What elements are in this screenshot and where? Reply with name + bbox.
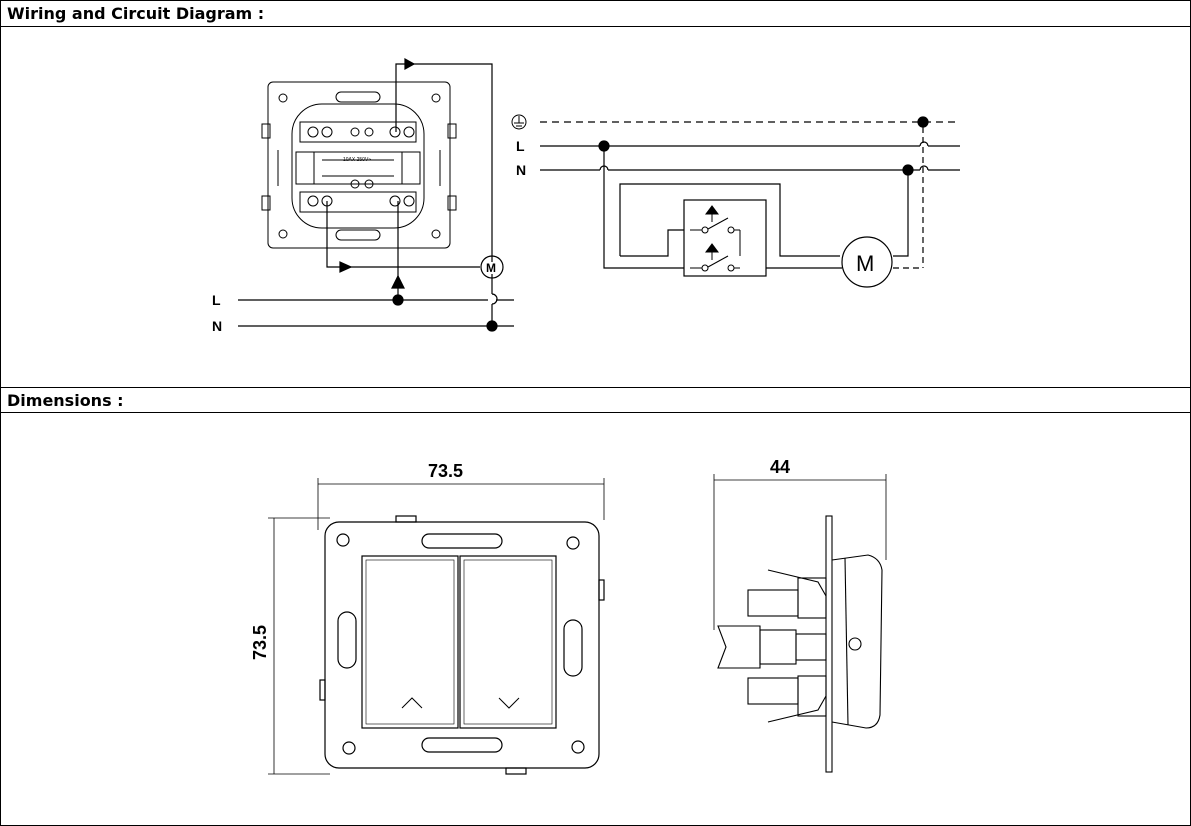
side-depth-label: 44 <box>770 457 790 477</box>
right-label-l: L <box>516 138 525 154</box>
left-label-n: N <box>212 318 222 334</box>
left-label-l: L <box>212 292 221 308</box>
motor-large-label: M <box>856 251 874 276</box>
side-view <box>717 515 883 773</box>
wiring-section-title: Wiring and Circuit Diagram : <box>1 1 1190 27</box>
terminal-screws <box>307 126 415 207</box>
front-dimension-lines <box>268 478 605 775</box>
motor-small-label: M <box>486 261 496 275</box>
front-width-label: 73.5 <box>428 461 463 481</box>
motor-large: M <box>841 236 893 288</box>
switch-module-top-view: 10AX 250V~ <box>261 81 457 249</box>
front-height-label: 73.5 <box>250 625 270 660</box>
dual-switch-symbol <box>690 205 741 272</box>
side-dimension-lines <box>713 474 887 630</box>
earth-symbol <box>511 114 527 130</box>
left-wiring-lines <box>238 57 514 332</box>
rating-label: 10AX 250V~ <box>343 157 371 163</box>
motor-small: M <box>480 255 504 279</box>
right-label-n: N <box>516 162 526 178</box>
circuit-lines <box>540 116 960 277</box>
dimensions-section-title: Dimensions : <box>1 387 1190 413</box>
front-view <box>319 515 605 775</box>
